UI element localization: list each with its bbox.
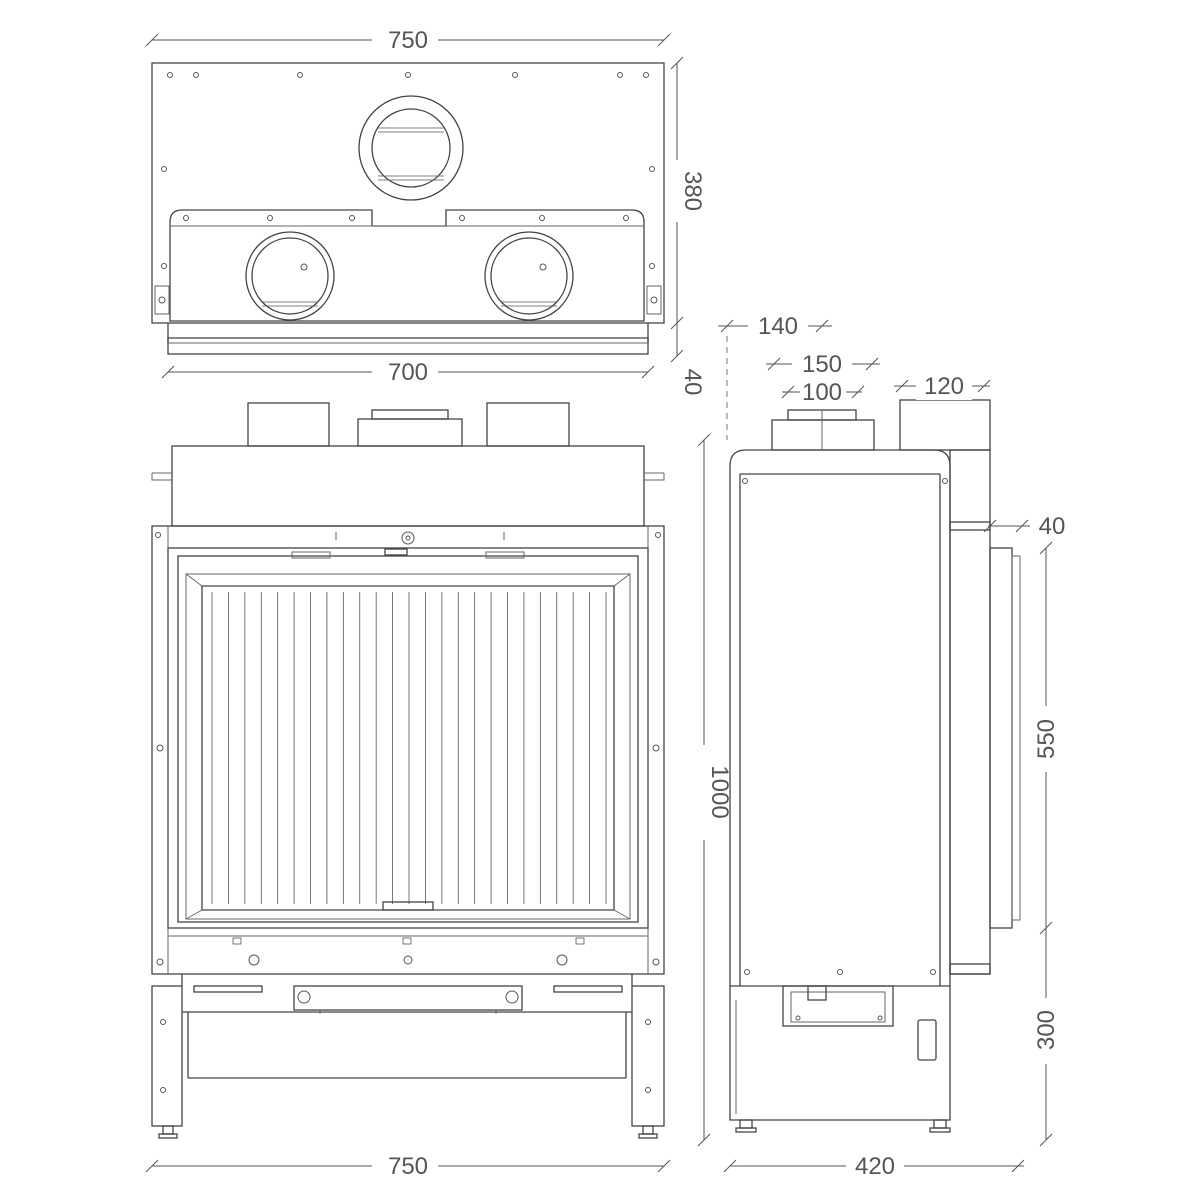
dim-rear-duct: 120 [924,373,964,400]
front-duct-right [486,402,570,447]
front-leg-left [151,985,183,1127]
front-glass [185,573,631,920]
dim-top-width: 750 [388,27,428,54]
front-flue [357,418,463,447]
dim-top-inner-width: 700 [388,359,428,386]
dim-side-depth: 420 [855,1153,895,1180]
side-view-dimensions: 140 150 100 120 40 550 300 420 [718,313,1065,1180]
dim-flue-inner: 100 [802,379,842,406]
dim-top-frame: 40 [679,369,706,396]
front-duct-left [247,402,330,447]
side-rear-opening [989,547,1013,929]
dim-rear-opening-height: 550 [1033,719,1060,759]
top-view-body [151,62,665,324]
side-flue [771,419,875,451]
front-body [151,525,665,975]
top-flue-outer [358,95,464,201]
dim-front-height: 1000 [706,765,733,818]
top-view-inner-box [169,209,645,322]
side-body [729,449,951,1121]
front-hood [171,445,645,527]
front-firebox [201,585,615,911]
top-duct-right-outer [484,231,574,321]
top-duct-left-inner [251,237,329,315]
dim-base-height: 300 [1033,1010,1060,1050]
dim-side-offset: 140 [758,313,798,340]
side-view [729,399,1021,1133]
side-rear-duct [899,399,991,451]
top-view-dimensions: 750 380 40 700 [145,27,706,396]
side-ash-box [782,985,894,1027]
front-door-frame [167,547,649,929]
front-view [151,402,665,1139]
dim-rear-frame: 40 [1039,513,1066,540]
dim-top-depth: 380 [679,171,706,211]
dim-front-width: 750 [388,1153,428,1180]
top-duct-left-outer [245,231,335,321]
top-duct-right-inner [490,237,568,315]
front-leg-right [631,985,665,1127]
front-ash-drawer [293,985,523,1011]
top-view [151,62,665,355]
side-vent [917,1019,937,1061]
firebox-ribs [211,592,607,904]
side-rear-column [949,449,991,975]
top-flue-inner [371,108,451,188]
dim-flue-outer: 150 [802,351,842,378]
top-view-front-frame [167,337,649,355]
front-view-dimensions: 1000 750 [145,433,733,1180]
